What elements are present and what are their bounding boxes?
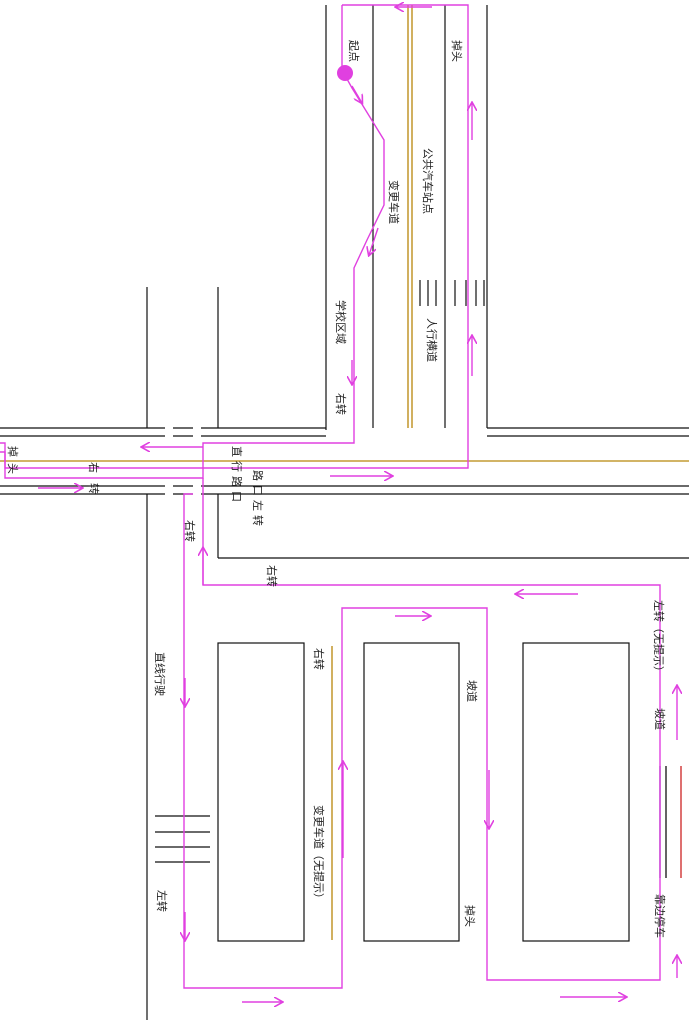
label-right-turn-inner: 右转	[312, 648, 326, 670]
blocks	[217, 642, 630, 942]
label-bus-stop: 公共汽车站点	[421, 148, 435, 214]
label-uturn-left: 掉头	[6, 446, 20, 480]
label-crosswalk: 人行横道	[425, 318, 439, 362]
road-gaps	[165, 425, 201, 497]
label-left-turn-bottom: 左转	[155, 890, 169, 912]
label-change-lane-no-signal: 变更车道（无提示）	[312, 805, 326, 904]
label-slope-mid: 坡道	[465, 680, 479, 702]
label-slope-right: 坡道	[653, 708, 667, 730]
crosswalk-top	[419, 280, 485, 306]
label-uturn-bottom: 掉头	[463, 905, 477, 927]
label-straight-drive: 直线行驶	[153, 652, 167, 696]
label-straight-intersection: 直行路口	[230, 446, 244, 506]
label-uturn-top: 掉头	[450, 40, 464, 62]
route-arrows	[38, 7, 677, 1002]
label-change-lane-top: 变更车道	[387, 180, 401, 224]
route-path	[0, 4, 661, 989]
label-left-turn-intersection: 路口左转	[251, 470, 265, 530]
label-school-zone: 学校区域	[334, 300, 348, 344]
label-right-turn-left: 右转	[87, 462, 101, 504]
start-dot-icon	[337, 65, 353, 81]
label-start: 起点	[347, 40, 360, 62]
stop-lines	[659, 766, 682, 878]
center-lines	[0, 5, 689, 940]
road-lines	[0, 5, 689, 1020]
label-right-turn-mid: 右转	[183, 520, 197, 542]
label-right-turn-top: 右转	[334, 393, 348, 415]
label-pull-over: 靠边停车	[653, 894, 667, 938]
label-right-turn-lower: 右转	[265, 565, 279, 587]
labels: 起点 掉头 变更车道 公共汽车站点 学校区域 人行横道 右转 掉头 右转 直行路…	[6, 40, 667, 938]
crosswalk-bottom	[155, 815, 210, 863]
label-left-turn-no-signal: 左转（无提示）	[652, 600, 666, 677]
